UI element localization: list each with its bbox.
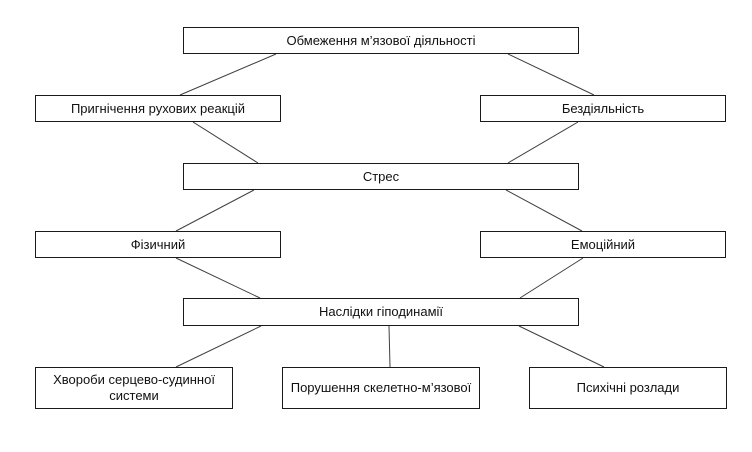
node-stress: Стрес (183, 163, 579, 190)
node-mental-disorders: Психічні розлади (529, 367, 727, 409)
node-label: Емоційний (570, 236, 636, 252)
node-label: Стрес (362, 168, 400, 184)
node-label: Наслідки гіподинамії (318, 304, 444, 319)
node-label: Бездіяльність (561, 100, 645, 116)
connector-left1-to-stress (192, 121, 259, 164)
node-motor-reaction-suppression: Пригнічення рухових реакцій (35, 95, 281, 122)
connector-left2-to-consequences (175, 257, 261, 299)
node-musculoskeletal-disorders: Порушення скелетно-м’язової (282, 367, 480, 409)
node-label: Порушення скелетно-м’язової (290, 380, 472, 395)
node-inactivity: Бездіяльність (480, 95, 726, 122)
node-muscle-activity-restriction: Обмеження м’язової діяльності (183, 27, 579, 54)
node-label: Пригнічення рухових реакцій (70, 100, 246, 116)
node-physical: Фізичний (35, 231, 281, 258)
node-label: Обмеження м’язової діяльності (286, 32, 476, 48)
node-cardiovascular-diseases: Хвороби серцево-судинної системи (35, 367, 233, 409)
node-hypodynamia-consequences: Наслідки гіподинамії (183, 298, 579, 326)
connector-consequences-to-bottom3 (518, 325, 605, 368)
connector-consequences-to-bottom2 (388, 325, 391, 368)
connector-stress-to-left2 (175, 189, 255, 232)
node-label: Хвороби серцево-судинної системи (53, 372, 215, 403)
connector-stress-to-right2 (505, 189, 583, 232)
node-label: Психічні розлади (576, 380, 680, 395)
node-emotional: Емоційний (480, 231, 726, 258)
connector-consequences-to-bottom1 (175, 325, 262, 368)
connector-right2-to-consequences (519, 257, 584, 299)
connector-top-to-left1 (179, 53, 277, 96)
connector-top-to-right1 (507, 53, 595, 96)
node-label: Фізичний (130, 236, 186, 252)
connector-right1-to-stress (507, 121, 579, 164)
